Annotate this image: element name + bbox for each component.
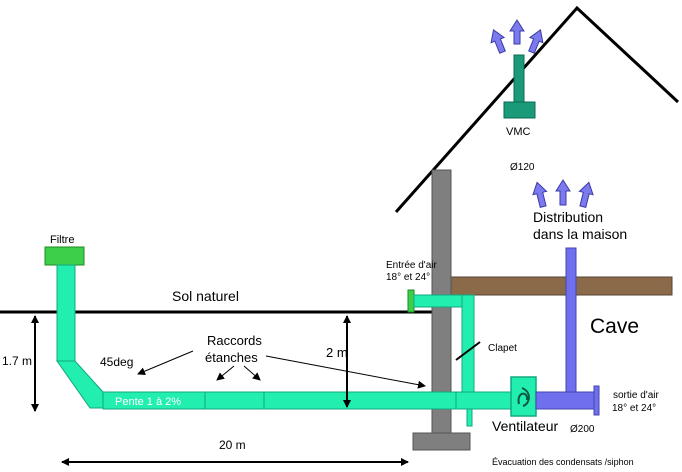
label-depth-right: 2 m — [326, 345, 348, 360]
bypass-vertical-pipe — [461, 294, 475, 393]
intake-pipe — [56, 264, 76, 362]
roof — [394, 5, 680, 213]
label-sortie: sortie d'air — [613, 390, 659, 401]
pipe-to-fan — [455, 391, 512, 410]
label-etanches: étanches — [205, 350, 258, 365]
label-d120: Ø120 — [510, 162, 535, 173]
fan-icon — [517, 387, 530, 407]
callout-arrow — [265, 355, 426, 389]
label-distribution: Distribution — [533, 209, 603, 225]
callout-arrow — [137, 350, 194, 375]
air-inlet-cap — [407, 289, 415, 313]
filter-box — [44, 246, 85, 266]
distribution-duct-vertical — [565, 247, 577, 394]
distribution-duct-horizontal — [535, 391, 595, 410]
callout-arrow — [216, 365, 235, 381]
callout-arrow — [243, 365, 261, 381]
label-vmc: VMC — [506, 126, 531, 138]
vmc-box — [503, 101, 536, 119]
label-raccords: Raccords — [207, 333, 262, 348]
label-dans-la-maison: dans la maison — [533, 226, 627, 242]
elbow-45 — [56, 360, 104, 409]
label-ventilateur: Ventilateur — [492, 418, 558, 434]
label-depth-left: 1.7 m — [2, 354, 32, 368]
up-arrow-icon — [555, 179, 571, 206]
label-entree-temp: 18° et 24° — [386, 272, 430, 283]
up-arrow-icon — [490, 29, 506, 54]
up-arrow-icon — [578, 181, 594, 208]
label-d200: Ø200 — [570, 424, 595, 435]
ventilator-box — [510, 376, 537, 417]
floor-beam — [449, 276, 673, 296]
vmc-chimney — [513, 54, 525, 104]
distribution-arrows — [532, 179, 594, 208]
label-angle: 45deg — [100, 355, 133, 369]
label-sol-naturel: Sol naturel — [172, 288, 239, 304]
label-filtre: Filtre — [50, 234, 74, 246]
label-entree: Entrée d'air — [386, 260, 437, 271]
wall-footing — [412, 432, 471, 451]
up-arrow-icon — [509, 19, 525, 45]
label-sortie-temp: 18° et 24° — [612, 403, 656, 414]
clapet-mark — [455, 341, 481, 361]
label-clapet: Clapet — [488, 343, 517, 354]
label-pente: Pente 1 à 2% — [115, 396, 181, 408]
condensate-drain — [466, 408, 473, 427]
label-length: 20 m — [219, 438, 246, 452]
up-arrow-icon — [532, 181, 548, 208]
air-outlet-cap — [593, 385, 600, 416]
vmc-arrows — [490, 19, 544, 54]
label-evacuation: Évacuation des condensats /siphon — [492, 457, 634, 467]
up-arrow-icon — [528, 29, 544, 54]
label-cave: Cave — [590, 315, 639, 338]
